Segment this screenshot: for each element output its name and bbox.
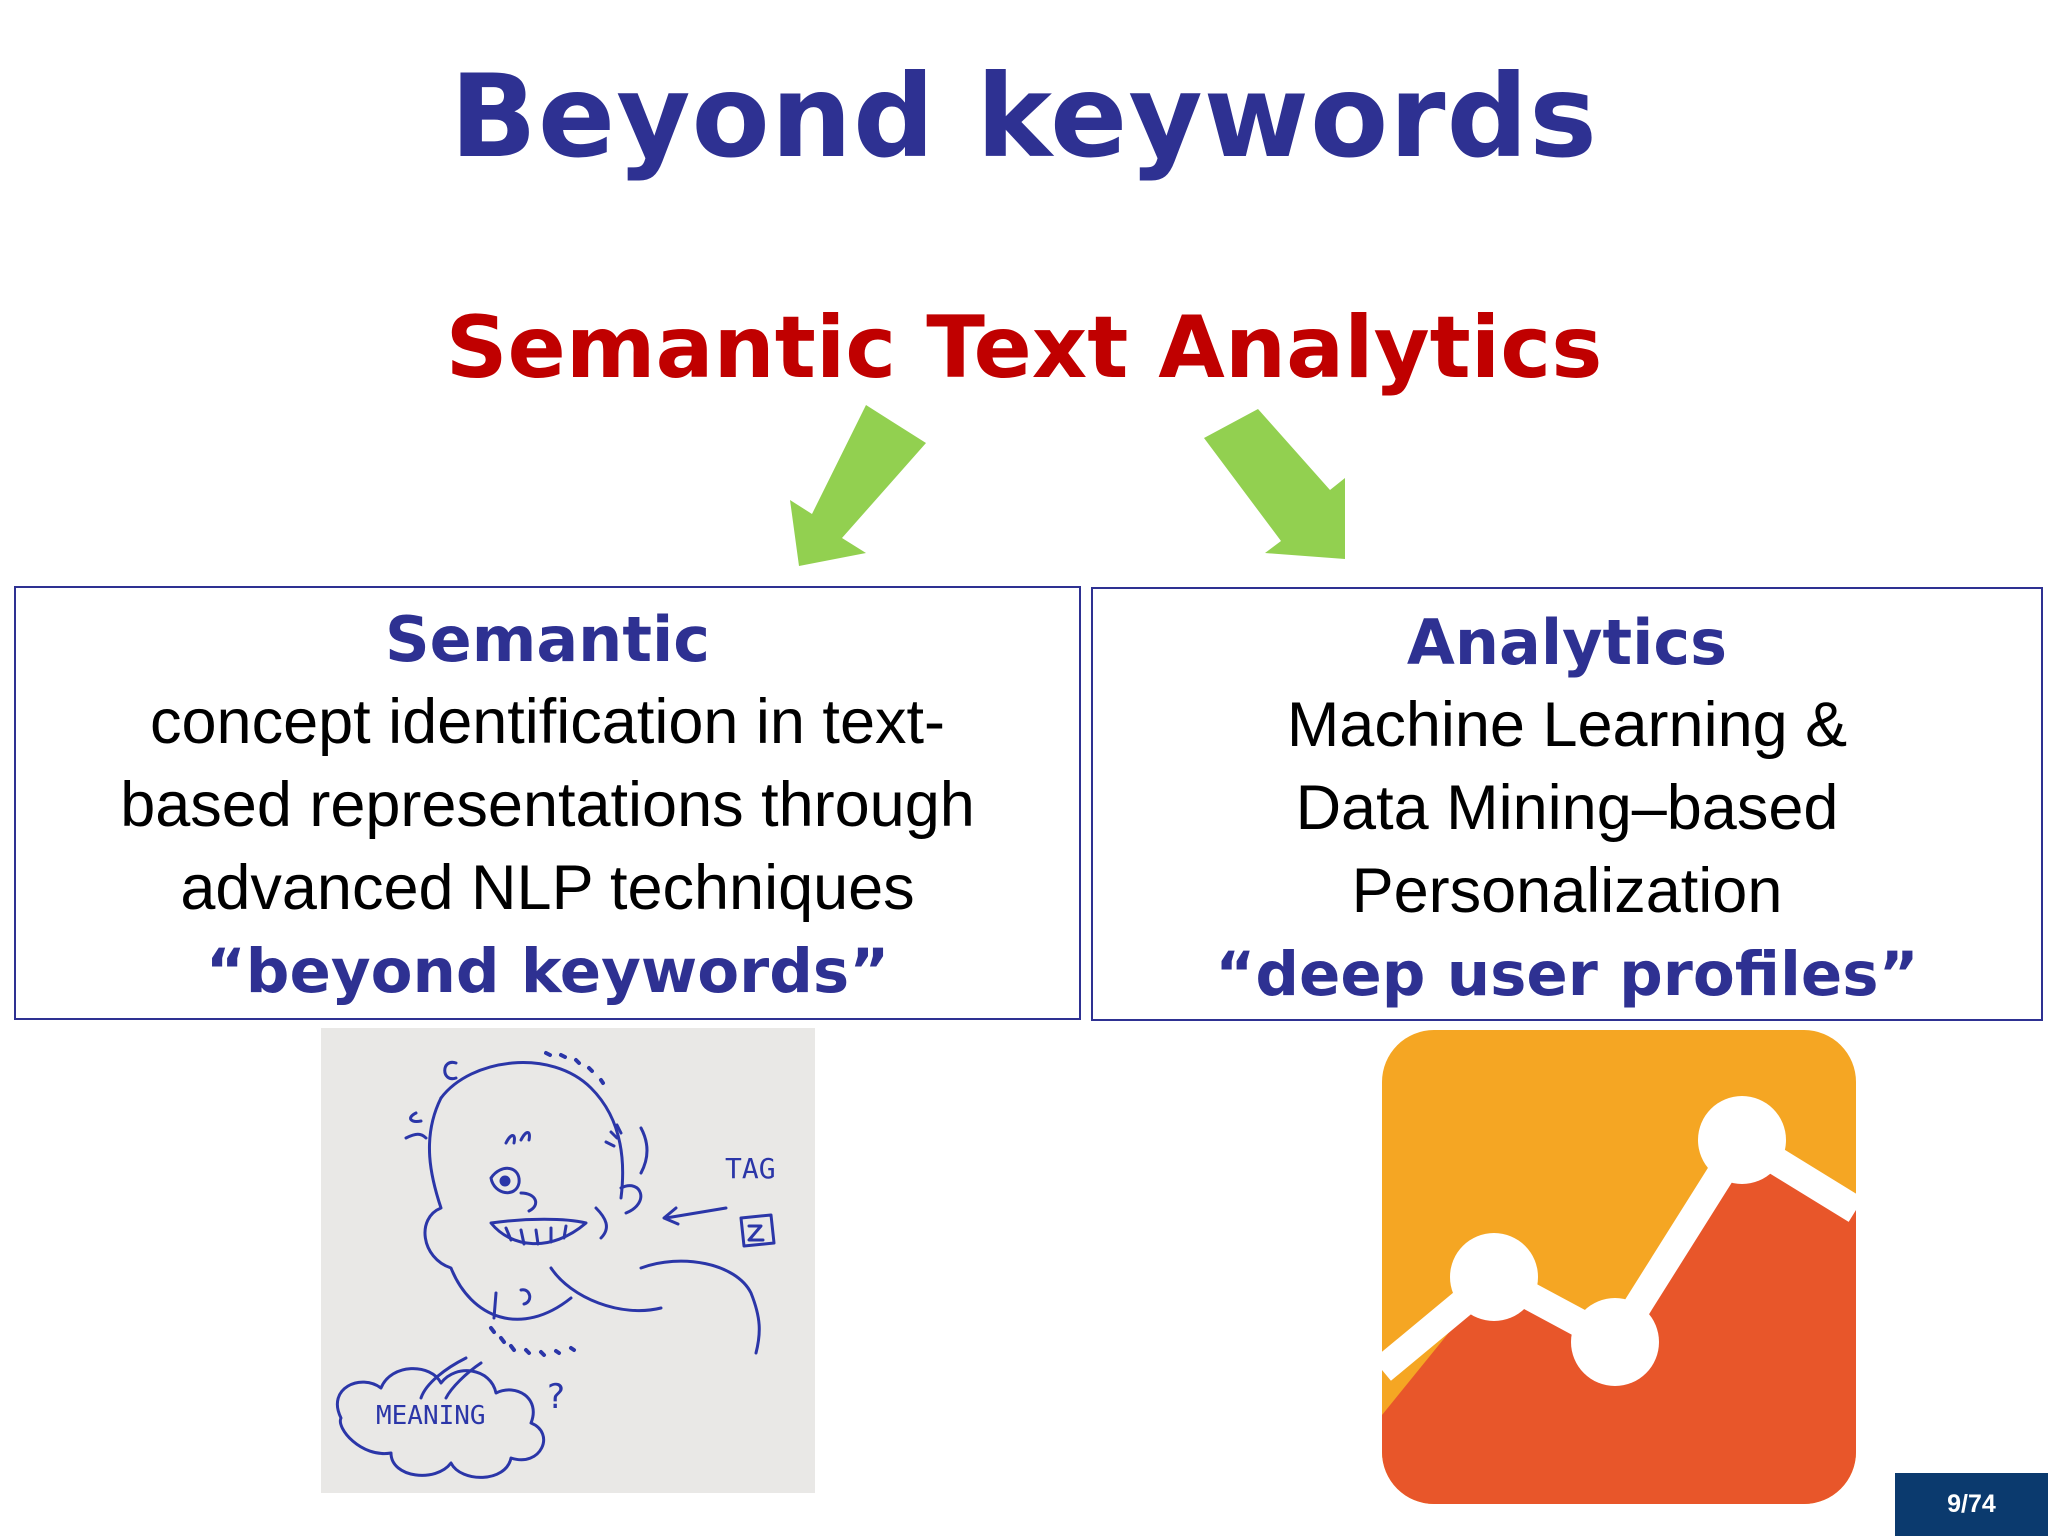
analytics-chart-icon bbox=[1382, 1030, 1856, 1504]
analytics-line-3: Personalization bbox=[1351, 856, 1783, 926]
semantic-heading: Semantic bbox=[385, 603, 710, 676]
analytics-logo bbox=[1382, 1030, 1856, 1504]
semantic-line-2: based representations through bbox=[120, 770, 975, 840]
slide-title: Beyond keywords bbox=[450, 50, 1598, 183]
analytics-heading: Analytics bbox=[1406, 606, 1728, 679]
semantic-line-3: advanced NLP techniques bbox=[180, 853, 915, 923]
meaning-sketch-image: TAG MEANING ? bbox=[321, 1028, 815, 1493]
analytics-box: Analytics Machine Learning & Data Mining… bbox=[1091, 587, 2043, 1021]
semantic-line-1: concept identification in text- bbox=[150, 687, 945, 757]
cartoon-face-icon: TAG MEANING ? bbox=[335, 1051, 776, 1479]
slide-subtitle: Semantic Text Analytics bbox=[445, 298, 1603, 398]
analytics-quote: “deep user profiles” bbox=[1215, 939, 1919, 1010]
sketch-question-mark: ? bbox=[547, 1377, 565, 1417]
semantic-box: Semantic concept identification in text-… bbox=[14, 586, 1081, 1020]
right-arrow-icon bbox=[1204, 409, 1345, 559]
sketch-meaning-label: MEANING bbox=[376, 1401, 486, 1431]
analytics-line-1: Machine Learning & bbox=[1286, 690, 1848, 760]
left-arrow-icon bbox=[790, 405, 926, 566]
page-number-badge: 9/74 bbox=[1895, 1473, 2048, 1536]
semantic-quote: “beyond keywords” bbox=[205, 936, 890, 1007]
sketch-tag-label: TAG bbox=[725, 1152, 776, 1185]
analytics-line-2: Data Mining–based bbox=[1295, 773, 1839, 843]
